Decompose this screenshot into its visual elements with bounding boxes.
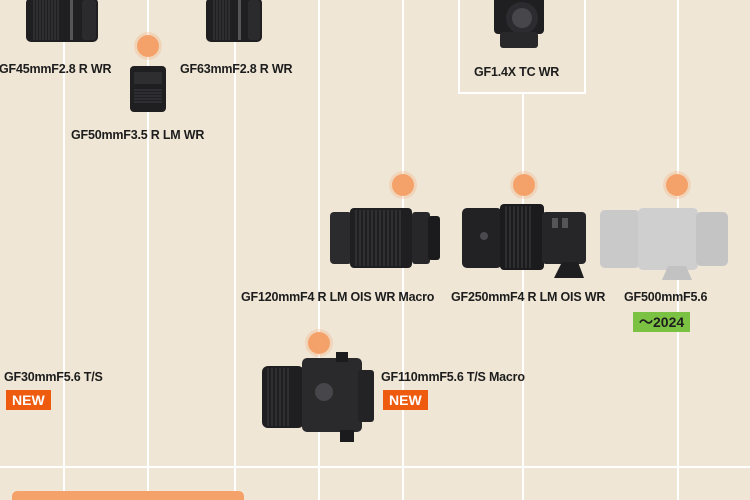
timeline-dot (666, 174, 688, 196)
lens-label: GF30mmF5.6 T/S (4, 370, 103, 384)
timeline-dot (137, 35, 159, 57)
lens-label: GF50mmF3.5 R LM WR (71, 128, 205, 142)
lens-icon (130, 66, 166, 112)
grid-line (0, 466, 750, 468)
grid-line (147, 0, 149, 500)
lens-label: GF120mmF4 R LM OIS WR Macro (241, 290, 435, 304)
bottom-bar (12, 491, 244, 500)
lens-label: GF500mmF5.6 (624, 290, 708, 304)
availability-badge: 〜2024 (633, 312, 691, 332)
lens-label: GF45mmF2.8 R WR (0, 62, 112, 76)
timeline-dot (308, 332, 330, 354)
grid-line (234, 0, 236, 500)
lens-icon (600, 208, 728, 280)
tilt-shift-lens-icon (262, 352, 374, 442)
lens-icon (330, 208, 440, 268)
grid-line (318, 0, 320, 500)
lens-label: GF250mmF4 R LM OIS WR (451, 290, 606, 304)
new-badge: NEW (6, 390, 51, 410)
lens-label: GF1.4X TC WR (474, 65, 560, 79)
lens-label: GF110mmF5.6 T/S Macro (381, 370, 525, 384)
lens-icon (26, 0, 98, 42)
new-badge: NEW (383, 390, 428, 410)
lens-label: GF63mmF2.8 R WR (180, 62, 293, 76)
lens-icon (462, 204, 586, 278)
timeline-dot (392, 174, 414, 196)
grid-line (63, 0, 65, 500)
timeline-dot (513, 174, 535, 196)
lens-icon (206, 0, 262, 42)
teleconverter-icon (494, 0, 544, 48)
